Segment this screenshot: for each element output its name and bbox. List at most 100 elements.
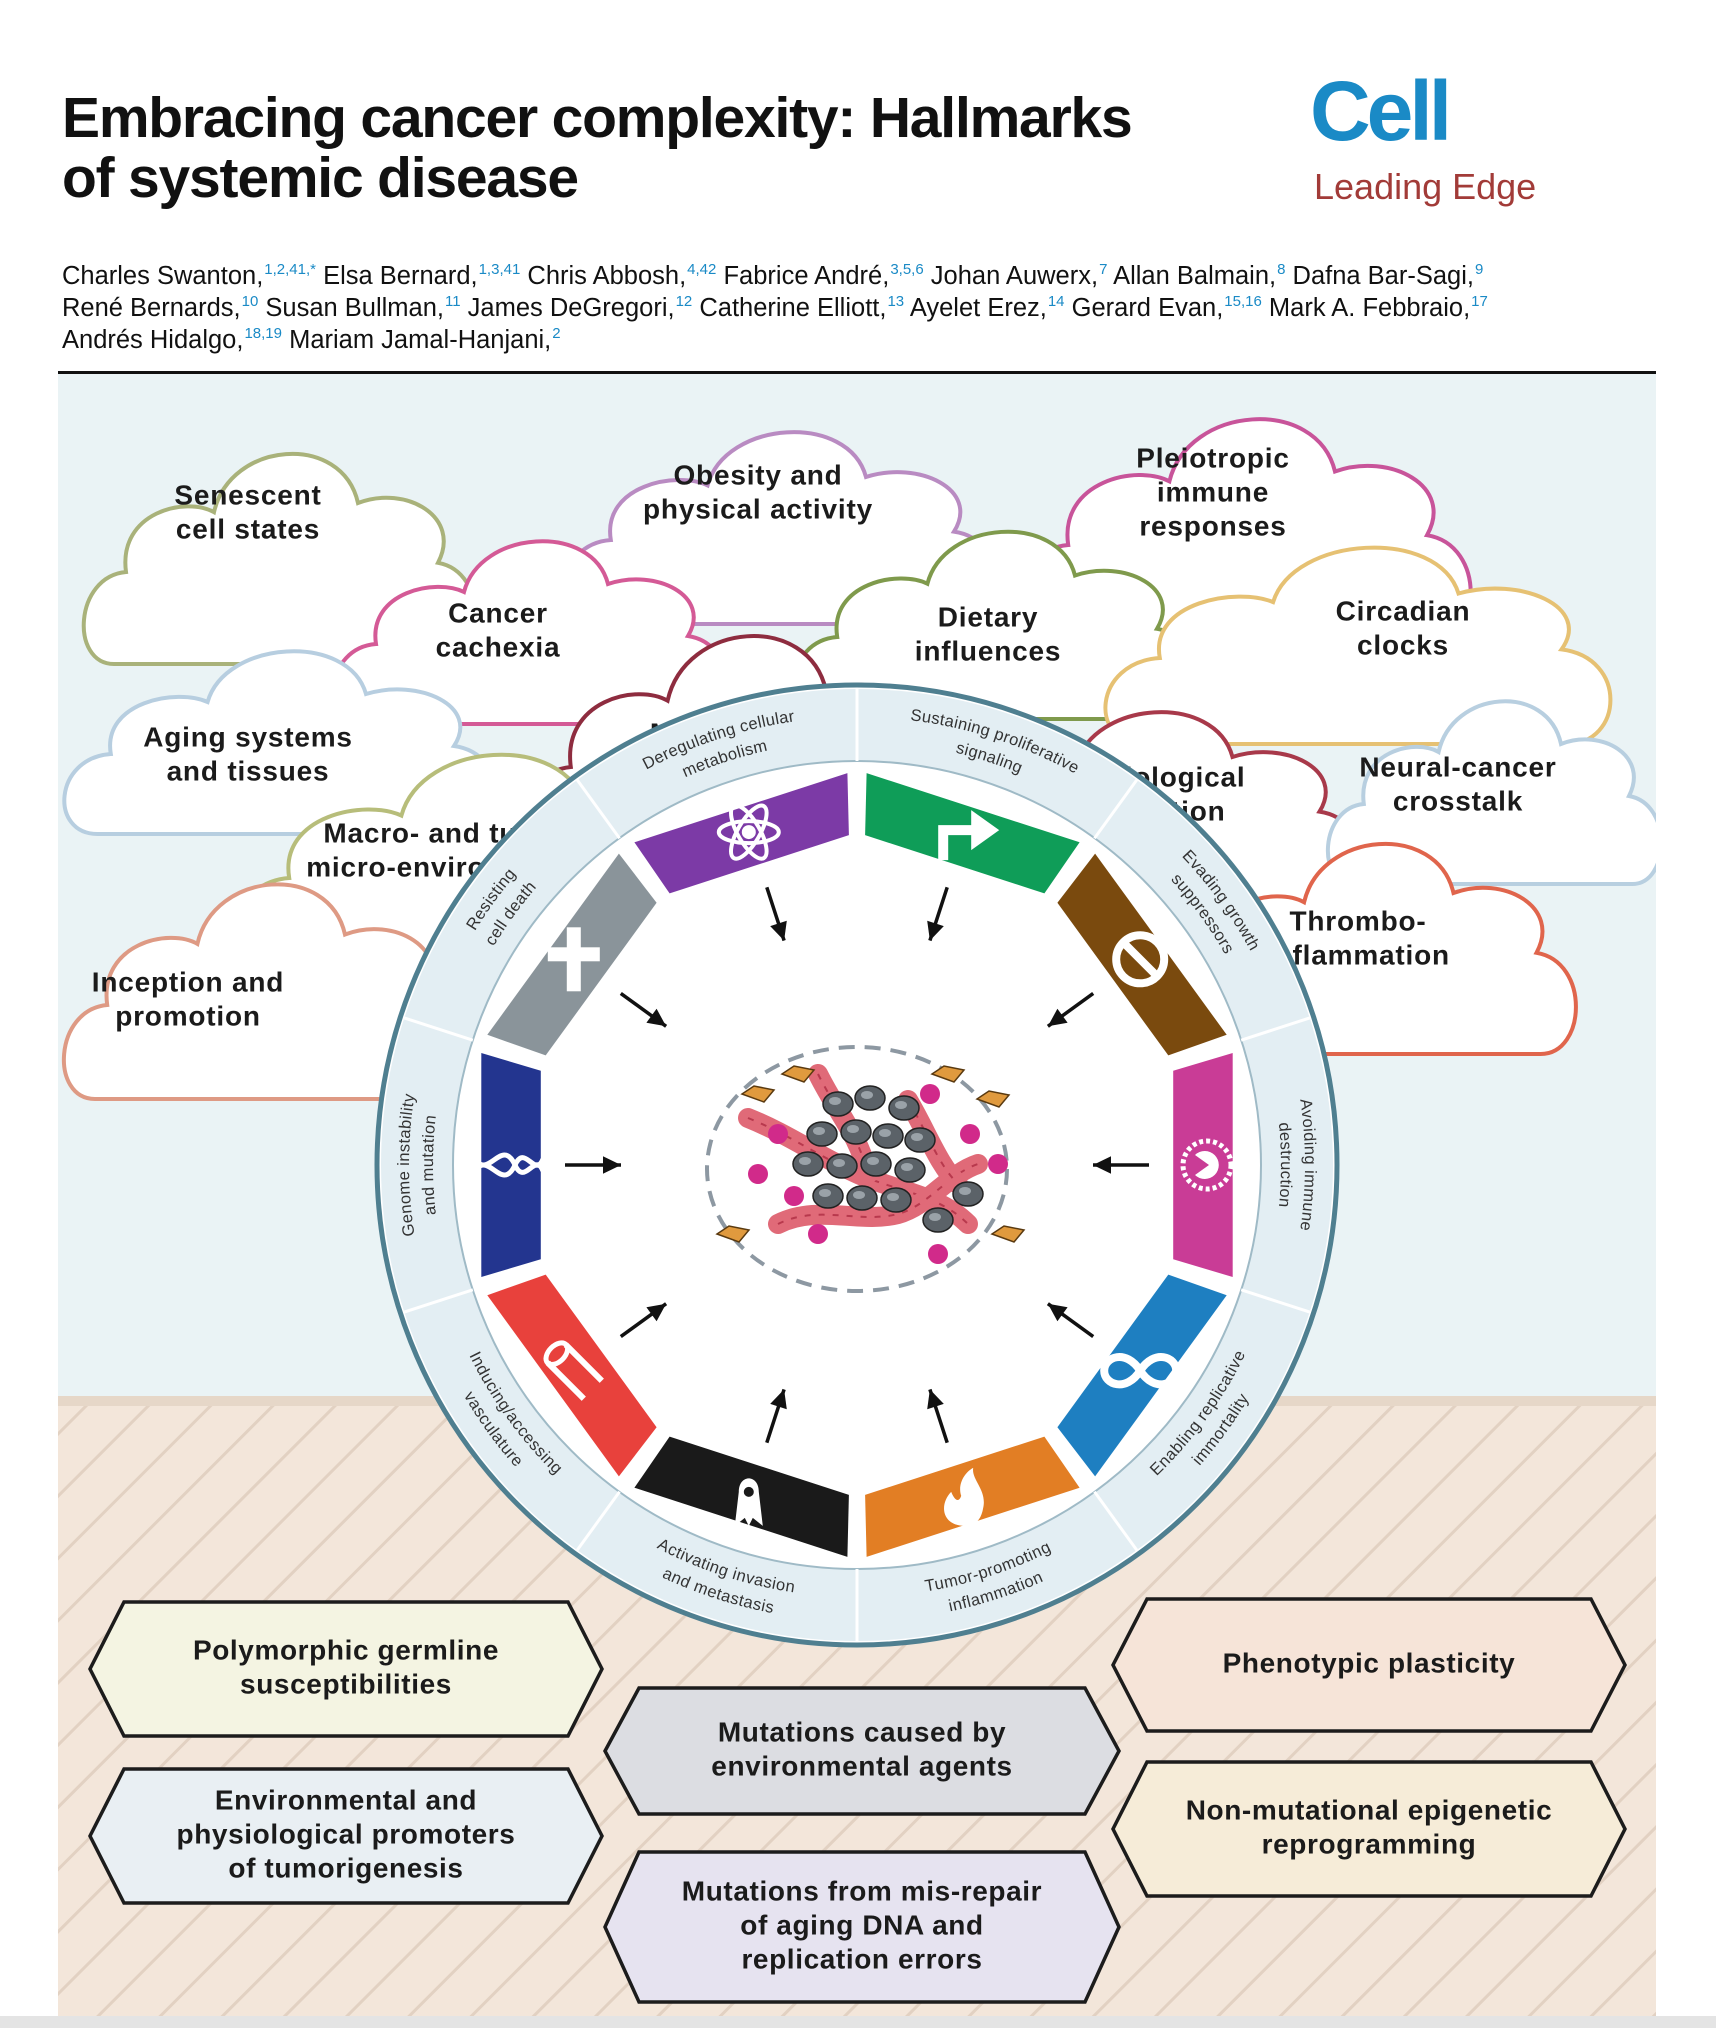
cell-nucleus: [813, 1127, 825, 1135]
cell-nucleus: [901, 1163, 913, 1171]
hallmark-segment: [1057, 853, 1227, 1056]
affiliation-marker[interactable]: 15,16: [1224, 293, 1262, 310]
cloud-label-line: Inception and: [92, 966, 284, 997]
hallmark-label: destruction: [1275, 1122, 1295, 1209]
immune-cell: [784, 1186, 804, 1206]
author-name: Johan Auwerx,: [930, 262, 1099, 290]
immune-cell-icon: [1180, 1138, 1234, 1192]
ring-divider: [403, 1016, 474, 1042]
cell-nucleus: [847, 1125, 859, 1133]
author: Chris Abbosh,4,42: [527, 262, 716, 290]
arrow-icon: [938, 810, 1000, 861]
cell-nucleus: [879, 1129, 891, 1137]
affiliation-marker[interactable]: 14: [1047, 293, 1065, 310]
author: Mark A. Febbraio,17: [1269, 294, 1488, 322]
fibroblast: [975, 1090, 1011, 1108]
affiliation-marker[interactable]: 8: [1277, 261, 1286, 278]
author: Gerard Evan,15,16: [1072, 294, 1262, 322]
author-name: Catherine Elliott,: [699, 294, 887, 322]
infinity-icon: [1100, 1353, 1181, 1389]
box-label-line: Environmental and: [215, 1784, 477, 1815]
cloud-label-line: Neural-cancer: [1359, 751, 1556, 782]
box-label-line: Phenotypic plasticity: [1223, 1647, 1516, 1678]
cloud-label-line: influences: [915, 635, 1061, 666]
prohibition-icon: [1112, 931, 1169, 988]
inward-arrow: [765, 886, 787, 942]
author: Johan Auwerx,7: [931, 262, 1108, 290]
author-list: Charles Swanton,1,2,41,* Elsa Bernard,1,…: [62, 260, 1662, 356]
affiliation-marker[interactable]: 1,2,41,*: [264, 261, 316, 278]
cloud-label-line: Senescent: [174, 479, 321, 510]
flame-icon: [944, 1467, 984, 1526]
fibroblast: [990, 1225, 1026, 1243]
hexagon-shape: [1111, 1760, 1627, 1898]
affiliation-marker[interactable]: 7: [1099, 261, 1108, 278]
title-line-2: of systemic disease: [62, 146, 579, 210]
cell-nucleus: [853, 1191, 865, 1199]
cell-nucleus: [959, 1187, 971, 1195]
cell-nucleus: [861, 1091, 873, 1099]
affiliation-marker[interactable]: 2: [552, 325, 561, 342]
ring-divider: [1240, 1016, 1311, 1042]
migrating-cell-icon: [734, 1478, 763, 1526]
ring-divider: [1240, 1288, 1311, 1314]
box-label-line: replication errors: [741, 1943, 982, 1974]
atom-icon: [716, 803, 781, 861]
affiliation-marker[interactable]: 10: [241, 293, 259, 310]
fibroblast: [740, 1085, 776, 1103]
affiliation-marker[interactable]: 3,5,6: [890, 261, 924, 278]
hallmark-segment: [481, 1053, 541, 1277]
page-bottom-bar: [0, 2016, 1716, 2028]
cloud-label-line: Thrombo-: [1289, 905, 1426, 936]
hallmarks-wheel: Sustaining proliferativesignalingEvading…: [374, 682, 1340, 1648]
cloud-label-line: physical activity: [643, 493, 873, 524]
author: Elsa Bernard,1,3,41: [323, 262, 520, 290]
box-label-line: Polymorphic germline: [193, 1634, 499, 1665]
author-name: James DeGregori,: [467, 294, 675, 322]
article-title: Embracing cancer complexity: Hallmarks o…: [62, 88, 1262, 208]
inward-arrow: [565, 1156, 621, 1174]
box-label-line: Non-mutational epigenetic: [1186, 1794, 1553, 1825]
hexagon-shape: [88, 1600, 604, 1738]
cell-nucleus: [867, 1157, 879, 1165]
title-line-1: Embracing cancer complexity: Hallmarks: [62, 86, 1133, 150]
vessel-icon: [543, 1340, 604, 1401]
affiliation-marker[interactable]: 4,42: [687, 261, 717, 278]
inward-arrow: [1046, 1302, 1095, 1339]
cloud-label-line: Cancer: [448, 597, 548, 628]
tumor-microenvironment: [649, 957, 1065, 1373]
author-name: Charles Swanton,: [62, 262, 264, 290]
inward-arrow: [1093, 1156, 1149, 1174]
affiliation-marker[interactable]: 9: [1474, 261, 1484, 278]
affiliation-marker[interactable]: 17: [1471, 293, 1488, 310]
inward-arrow: [619, 1302, 668, 1339]
inward-arrow: [765, 1388, 787, 1444]
affiliation-marker[interactable]: 1,3,41: [478, 261, 521, 278]
author-name: Chris Abbosh,: [527, 262, 687, 290]
box-label-line: of aging DNA and: [740, 1909, 983, 1940]
cell-nucleus: [799, 1157, 811, 1165]
affiliation-marker[interactable]: 11: [445, 293, 461, 310]
cloud-label-line: responses: [1139, 510, 1286, 541]
author-name: Elsa Bernard,: [323, 262, 478, 290]
hallmark-label: Avoiding immune: [1296, 1098, 1319, 1233]
hexagon-shape: [88, 1767, 604, 1905]
affiliation-marker[interactable]: 18,19: [244, 325, 282, 342]
affiliation-marker[interactable]: 12: [675, 293, 693, 310]
box-label-line: Mutations caused by: [718, 1716, 1006, 1747]
ring-divider: [1093, 1490, 1139, 1551]
author-name: Gerard Evan,: [1071, 294, 1224, 322]
affiliation-marker[interactable]: 13: [887, 293, 905, 310]
ring-divider: [1093, 779, 1139, 840]
author: René Bernards,10: [62, 294, 258, 322]
vessel-detail: [907, 1099, 959, 1185]
author: Dafna Bar-Sagi,9: [1293, 262, 1484, 290]
ring-divider: [403, 1288, 474, 1314]
